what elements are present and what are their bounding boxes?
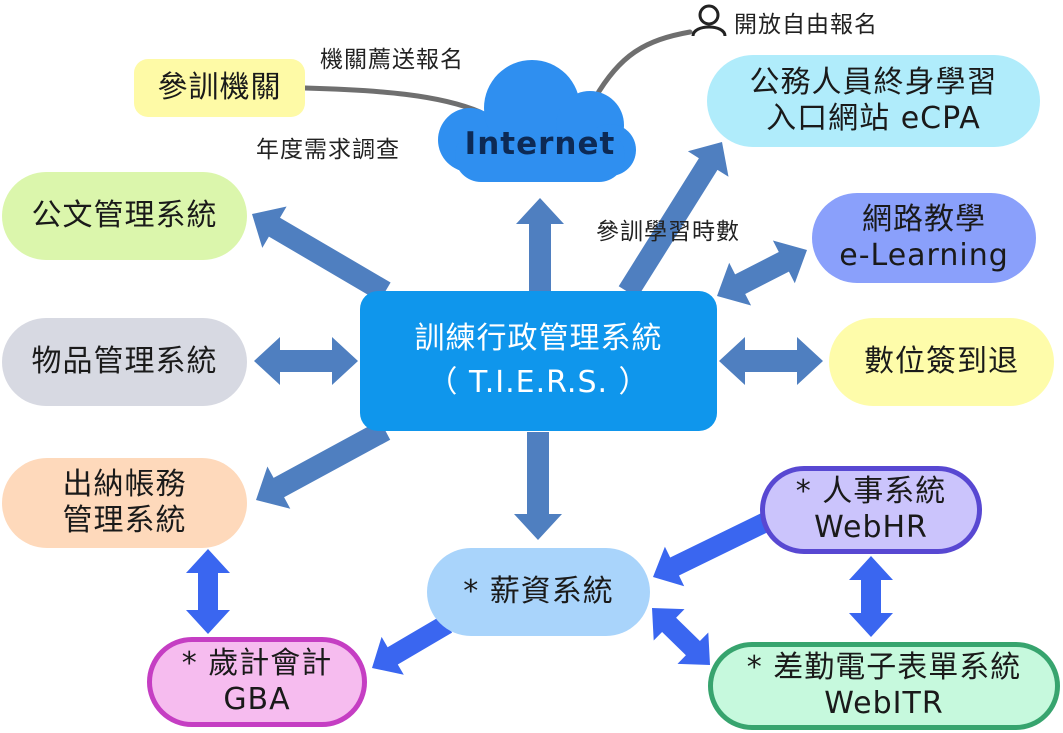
node-salary-system[interactable]: * 薪資系統: [427, 548, 650, 636]
arrow-tiers-checkin: [719, 337, 823, 385]
label-training-hours: 參訓學習時數: [596, 219, 740, 245]
node-webitr[interactable]: * 差勤電子表單系統 WebITR: [708, 642, 1060, 730]
node-tiers-line2: （ T.I.E.R.S. ）: [427, 365, 650, 400]
arrow-tiers-elearning: [717, 240, 807, 306]
node-webhr[interactable]: * 人事系統 WebHR: [760, 466, 982, 554]
arrow-tiers-internet: [516, 198, 564, 293]
node-webhr-line1: * 人事系統: [795, 474, 947, 509]
arrow-tiers-salary: [514, 432, 562, 540]
cloud-icon: [438, 60, 636, 182]
node-salary-label: * 薪資系統: [463, 574, 614, 609]
node-webitr-line1: * 差勤電子表單系統: [746, 650, 1022, 685]
node-elearning-line1: 網路教學: [862, 202, 986, 237]
node-agency-label: 參訓機關: [157, 70, 282, 105]
node-webhr-line2: WebHR: [814, 510, 928, 545]
arrow-tiers-ecpa: [618, 142, 729, 298]
arrow-tiers-document: [252, 206, 391, 302]
node-goods-system-label: 物品管理系統: [31, 344, 218, 379]
node-elearning-line2: e-Learning: [839, 238, 1009, 273]
label-open-signup: 開放自由報名: [734, 12, 878, 38]
arrow-webhr-salary: [653, 511, 775, 587]
node-ecpa-line1: 公務人員終身學習: [749, 65, 998, 100]
node-gba-line2: GBA: [223, 682, 291, 717]
arrow-cashier-gba: [186, 549, 230, 634]
node-cashier-system[interactable]: 出納帳務 管理系統: [2, 458, 247, 548]
node-gba-line1: * 歲計會計: [181, 646, 333, 681]
connector-agency-internet: [302, 85, 483, 115]
node-goods-system[interactable]: 物品管理系統: [2, 318, 247, 406]
internet-label: Internet: [455, 118, 625, 170]
label-annual-survey: 年度需求調查: [256, 137, 400, 163]
node-document-system[interactable]: 公文管理系統: [2, 172, 247, 260]
node-tiers[interactable]: 訓練行政管理系統 （ T.I.E.R.S. ）: [360, 291, 717, 431]
node-document-system-label: 公文管理系統: [31, 198, 218, 233]
node-gba[interactable]: * 歲計會計 GBA: [147, 637, 367, 727]
person-icon: [691, 4, 727, 37]
arrow-tiers-cashier: [256, 420, 391, 509]
node-digital-checkin[interactable]: 數位簽到退: [829, 318, 1054, 406]
node-tiers-line1: 訓練行政管理系統: [414, 321, 663, 356]
arrow-webhr-webitr: [849, 556, 893, 637]
label-recommend-signup: 機關薦送報名: [320, 47, 464, 73]
arrow-tiers-goods: [254, 337, 358, 385]
node-elearning[interactable]: 網路教學 e-Learning: [812, 193, 1036, 283]
node-cashier-line2: 管理系統: [62, 503, 187, 538]
internet-text: Internet: [464, 126, 616, 162]
node-webitr-line2: WebITR: [824, 686, 944, 721]
node-ecpa[interactable]: 公務人員終身學習 入口網站 eCPA: [707, 55, 1040, 147]
arrow-salary-gba: [372, 615, 453, 675]
arrow-salary-webitr: [652, 608, 710, 665]
node-ecpa-line2: 入口網站 eCPA: [766, 101, 981, 136]
node-cashier-line1: 出納帳務: [62, 467, 187, 502]
node-agency[interactable]: 參訓機關: [134, 59, 305, 117]
node-digital-checkin-label: 數位簽到退: [864, 344, 1019, 379]
connector-open-signup-internet: [592, 29, 693, 101]
